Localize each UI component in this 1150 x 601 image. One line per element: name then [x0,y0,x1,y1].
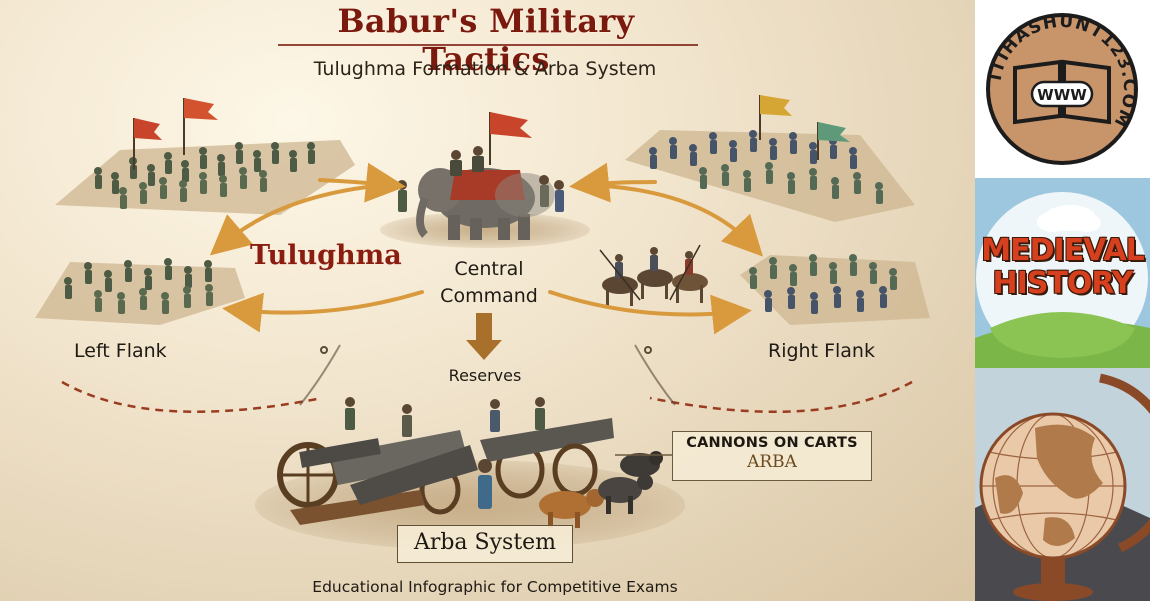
left-top-troops [94,142,315,209]
infographic-panel: Babur's Military Tactics Tulughma Format… [0,0,975,601]
ox-icon [539,451,663,528]
central-command-label: Central Command [424,256,554,310]
tulughma-label: Tulughma [250,240,402,271]
flag-icon [760,95,792,116]
elephant-icon [416,146,555,240]
cannon-icon [277,418,614,525]
inner-arcs [299,344,676,406]
globe-tile[interactable] [975,368,1150,601]
footer-note: Educational Infographic for Competitive … [312,578,678,596]
cannons-on-carts-text: CANNONS ON CARTS [686,435,858,451]
reserves-label: Reserves [448,366,522,385]
right-flank-label: Right Flank [768,340,875,362]
cannons-callout: CANNONS ON CARTS ARBA [672,431,872,481]
site-logo: ITIHASHUNT123.COM WWW [986,12,1138,165]
cloud-icon [1037,205,1101,232]
central-command-line2: Command [440,285,538,307]
left-flank-label: Left Flank [74,340,167,362]
right-bottom-troops [749,254,897,314]
dashed-arcs [61,380,913,414]
infographic-subtitle: Tulughma Formation & Arba System [313,58,657,80]
history-line1: MEDIEVAL [981,233,1144,268]
medieval-history-tile[interactable]: MEDIEVAL HISTORY [975,178,1150,368]
tulughma-arrows [209,162,763,335]
site-logo-tile[interactable]: ITIHASHUNT123.COM WWW [975,0,1150,178]
infographic-artwork [35,95,930,550]
title-underline [278,44,698,46]
globe-icon [975,368,1150,601]
cavalry-group [599,244,708,306]
center-ground [380,212,590,248]
central-command-line1: Central [454,258,524,280]
history-line2: HISTORY [992,266,1133,301]
left-flags [133,98,218,170]
logo-www-text: WWW [1037,86,1087,104]
flag-icon [818,122,850,142]
reserves-arrow [466,313,502,360]
right-top-troops [649,130,883,204]
infographic-title: Babur's Military Tactics [337,2,635,78]
right-flags [759,95,850,160]
flag-icon [490,112,532,138]
arba-text: ARBA [747,452,797,472]
flag-icon [134,118,162,140]
history-tile-art [975,178,1150,368]
arba-system-label: Arba System [397,525,573,563]
cannon-crew [345,397,545,509]
flag-icon [184,98,218,120]
medieval-history-text: MEDIEVAL HISTORY [975,234,1150,300]
left-bottom-troops [64,258,213,314]
